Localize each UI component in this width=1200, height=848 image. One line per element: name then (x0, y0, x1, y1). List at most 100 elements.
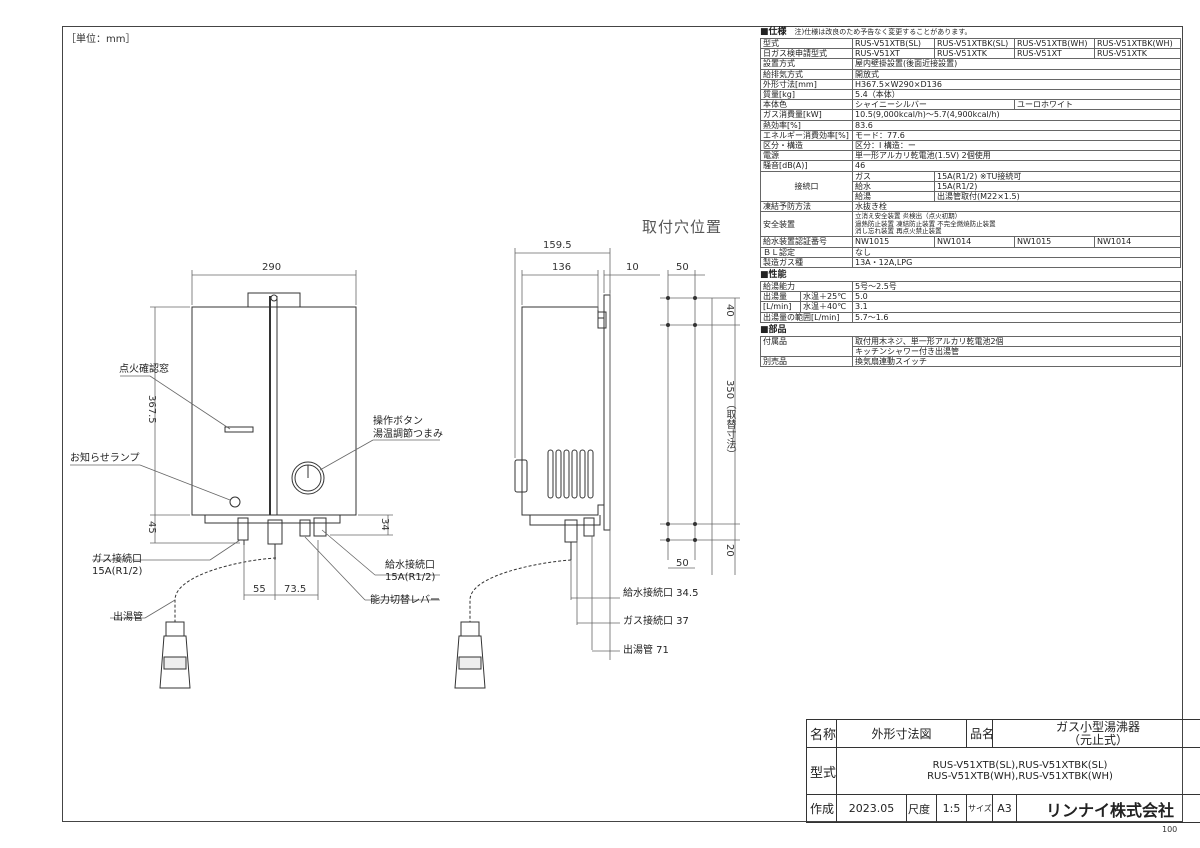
perf-title: ■性能 (760, 270, 787, 281)
spec-row-models: 型式 RUS-V51XTB(SL) RUS-V51XTBK(SL) RUS-V5… (760, 37, 1181, 50)
side-nozzle-body (454, 635, 486, 689)
spec-key: 電源 (760, 150, 853, 162)
name-label: 名称 (806, 719, 837, 748)
spec-row: ガス消費量[kW]10.5(9,000kcal/h)〜5.7(4,900kcal… (760, 109, 1181, 121)
spec-model: RUS-V51XTBK(SL) (934, 37, 1015, 50)
spec-value: 46 (852, 160, 1181, 172)
parts-title: ■部品 (760, 324, 787, 335)
spec-value: 10.5(9,000kcal/h)〜5.7(4,900kcal/h) (852, 109, 1181, 121)
front-outlet-fitting (267, 519, 283, 545)
side-outlet-fitting (564, 519, 578, 543)
spec-row: 質量[kg]5.4（本体） (760, 89, 1181, 101)
spec-row-conn: 接続口 ガス 15A(R1/2) ※TU接続可 (760, 170, 1181, 203)
label-outlet-depth: 出湯管 71 (623, 645, 669, 656)
front-mount-hole (270, 294, 278, 302)
drawing-frame (62, 26, 1183, 822)
dim-mount-350: 350（取替寸法） (724, 380, 735, 460)
spec-value: 15A(R1/2) ※TU接続可 (934, 170, 1181, 182)
perf-row: 出湯量の範囲[L/min]5.7〜1.6 (760, 311, 1181, 323)
spec-key: 給水装置認証番号 (760, 236, 853, 248)
side-top-hook (597, 311, 607, 329)
label-operation-button: 操作ボタン (373, 416, 423, 427)
spec-row: 給排気方式開放式 (760, 68, 1181, 80)
made-label: 作成 (806, 794, 837, 823)
spec-key: 給排気方式 (760, 68, 853, 80)
spec-grid: 型式 RUS-V51XTB(SL) RUS-V51XTBK(SL) RUS-V5… (760, 37, 1181, 269)
side-knob (514, 459, 528, 493)
title-block: 名称 外形寸法図 品名 ガス小型湯沸器 （元止式） 型式 RUS-V51XTB(… (806, 719, 1200, 823)
front-nozzle-top (165, 621, 185, 637)
front-water-fitting (313, 517, 327, 537)
page-number: 100 (1162, 825, 1178, 834)
spec-value: 換気扇連動スイッチ (852, 356, 1181, 368)
spec-key: [L/min] (760, 301, 801, 313)
spec-key: 出湯量の範囲[L/min] (760, 311, 853, 323)
spec-cert: NW1015 (1014, 236, 1095, 248)
spec-value: 13A・12A,LPG (852, 256, 1181, 269)
size-value: A3 (992, 794, 1018, 823)
spec-key: 接続口 (760, 170, 853, 203)
spec-row-approval: 日ガス検申請型式 RUS-V51XT RUS-V51XTK RUS-V51XT … (760, 48, 1181, 60)
spec-model: RUS-V51XTB(SL) (852, 37, 935, 50)
model-value: RUS-V51XTB(SL),RUS-V51XTBK(SL) RUS-V51XT… (835, 747, 1200, 795)
spec-approval: RUS-V51XT (852, 48, 935, 60)
title-row-made: 作成 2023.05 尺度 1:5 サイズ A3 リンナイ株式会社 (806, 794, 1200, 823)
label-flow-lever: 能力切替レバー (370, 595, 440, 606)
operation-knob-outer (291, 461, 325, 495)
spec-model: RUS-V51XTB(WH) (1014, 37, 1095, 50)
spec-model: RUS-V51XTBK(WH) (1094, 37, 1181, 50)
spec-value: 水抜き栓 (852, 201, 1181, 213)
front-fitting-stems (243, 540, 276, 560)
spec-key: 区分・構造 (760, 140, 853, 152)
dim-1595: 159.5 (543, 240, 572, 251)
mount-hole-title: 取付穴位置 (642, 218, 723, 236)
spec-row: 区分・構造区分：Ⅰ 構造：ー (760, 140, 1181, 152)
spec-value: 屋内壁掛設置(後面近接設置) (852, 58, 1181, 70)
label-water-inlet: 給水接続口 (385, 560, 435, 571)
spec-row-color: 本体色 シャイニーシルバー ユーロホワイト (760, 99, 1181, 111)
spec-safety-item: 消し忘れ装置 再点火禁止装置 (855, 227, 942, 236)
spec-key: エネルギー消費効率[%] (760, 129, 853, 142)
side-vent-slots (547, 449, 594, 499)
label-gas-inlet-size: 15A(R1/2) (92, 566, 143, 577)
spec-value: 5.0 (852, 291, 1181, 303)
spec-value: 開放式 (852, 68, 1181, 80)
mount-hole-marks (666, 296, 697, 542)
spec-row: 凍結予防方法水抜き栓 (760, 201, 1181, 213)
spec-value: 83.6 (852, 119, 1181, 131)
unit-label: ［単位：mm］ (66, 34, 136, 45)
dim-height-3675: 367.5 (146, 395, 157, 424)
spec-value: 5号〜2.5号 (852, 281, 1181, 293)
dim-55: 55 (253, 584, 266, 595)
spec-table: ■仕様注)仕様は改良のため予告なく変更することがあります。 型式 RUS-V51… (760, 27, 1181, 368)
spec-value: 取付用木ネジ、単一形アルカリ乾電池2個 (852, 335, 1181, 348)
spec-value: 3.1 (852, 301, 1181, 313)
spec-subkey: 給湯 (852, 191, 935, 203)
spec-row-safety: 安全装置 立消え安全装置 炎検出（点火初期） 過熱防止装置 凍結防止装置 不完全… (760, 211, 1181, 238)
label-outlet-pipe: 出湯管 (113, 612, 143, 623)
spec-row: 設置方式屋内壁掛設置(後面近接設置) (760, 58, 1181, 70)
side-nozzle-top (460, 621, 480, 637)
dim-mount-50-top: 50 (676, 262, 689, 273)
label-water-depth: 給水接続口 34.5 (623, 588, 699, 599)
side-nozzle-band (458, 656, 482, 670)
spec-subkey: ガス (852, 170, 935, 182)
title-row-model: 型式 RUS-V51XTB(SL),RUS-V51XTBK(SL) RUS-V5… (806, 747, 1200, 795)
front-bottom-plate (204, 515, 341, 524)
ignition-window (224, 426, 254, 433)
spec-key: 出湯量 (760, 291, 801, 303)
spec-key: 別売品 (760, 356, 853, 368)
dim-34: 34 (379, 518, 390, 531)
parts-row: 付属品取付用木ネジ、単一形アルカリ乾電池2個 (760, 335, 1181, 358)
dim-10: 10 (626, 262, 639, 273)
spec-row: 外形寸法[mm]H367.5×W290×D136 (760, 78, 1181, 91)
spec-safety-list: 立消え安全装置 炎検出（点火初期） 過熱防止装置 凍結防止装置 不完全燃焼防止装… (852, 211, 1181, 238)
label-gas-inlet: ガス接続口 (92, 554, 142, 565)
spec-approval: RUS-V51XTK (1094, 48, 1181, 60)
front-gas-fitting (237, 517, 249, 541)
spec-key: 設置方式 (760, 58, 853, 70)
spec-safety-item: 過熱防止装置 凍結防止装置 不完全燃焼防止装置 (855, 219, 996, 228)
